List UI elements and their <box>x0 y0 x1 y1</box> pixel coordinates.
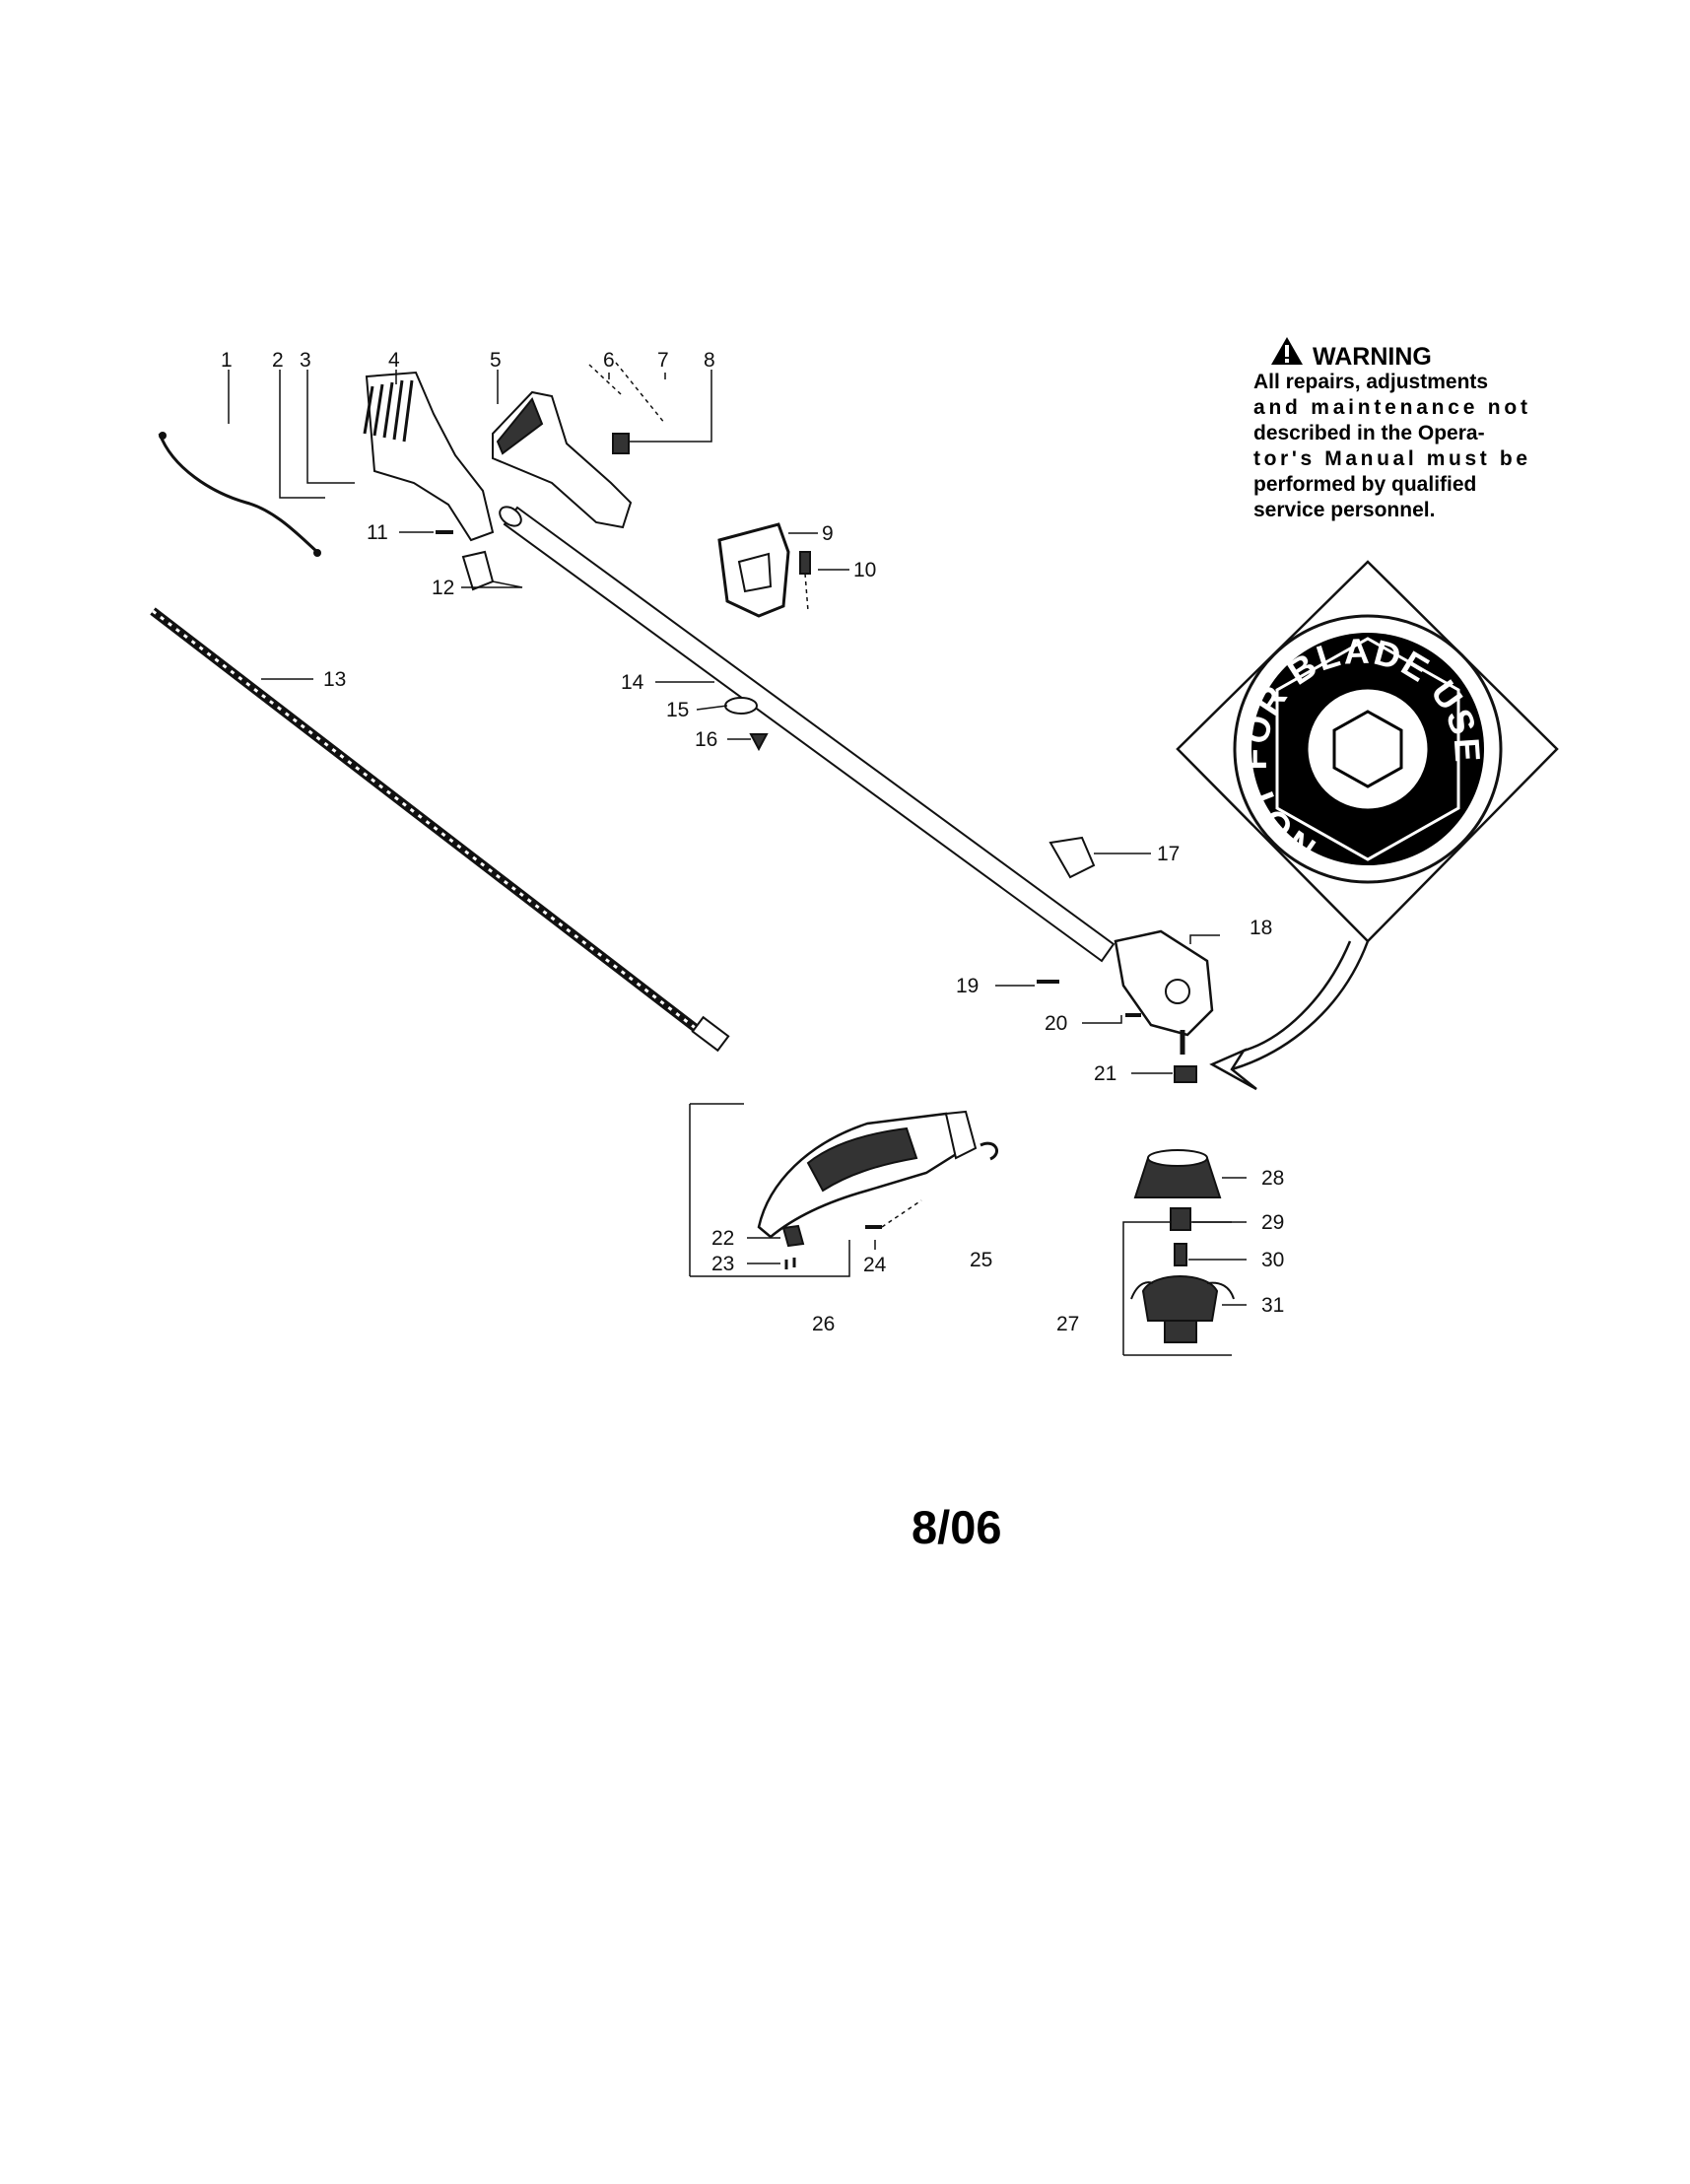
callout-30: 30 <box>1261 1249 1284 1271</box>
callout-16: 16 <box>695 728 717 751</box>
callout-2: 2 <box>272 349 284 372</box>
callout-1: 1 <box>221 349 233 372</box>
callout-29: 29 <box>1261 1211 1284 1234</box>
warning-line: tor's Manual must be <box>1253 447 1527 470</box>
callout-21: 21 <box>1094 1062 1116 1085</box>
part-10-bolt <box>799 551 811 612</box>
leader-lines <box>228 370 1247 1306</box>
part-6-8-screws <box>588 362 666 454</box>
callout-8: 8 <box>704 349 715 372</box>
part-1-throttle-cable <box>158 432 321 557</box>
callout-12: 12 <box>432 577 454 599</box>
part-18-gear-head <box>1114 929 1214 1055</box>
warning-block: WARNING All repairs, adjustments and mai… <box>1253 337 1527 521</box>
warning-line: performed by qualified <box>1253 473 1476 496</box>
part-17-guard-bracket <box>1048 836 1096 879</box>
callout-11: 11 <box>367 521 388 544</box>
callout-23: 23 <box>711 1253 734 1275</box>
callout-25: 25 <box>970 1249 992 1271</box>
callout-7: 7 <box>657 349 669 372</box>
callout-28: 28 <box>1261 1167 1284 1190</box>
date-code: 8/06 <box>912 1501 1001 1553</box>
callout-10: 10 <box>853 559 876 581</box>
part-21-nut <box>1174 1065 1197 1083</box>
warning-triangle-icon <box>1271 337 1303 365</box>
callout-20: 20 <box>1045 1012 1067 1035</box>
callout-4: 4 <box>388 349 400 372</box>
callout-3: 3 <box>300 349 311 372</box>
warning-line: and maintenance not <box>1253 396 1527 419</box>
part-9-handle-bracket <box>717 522 790 618</box>
part-5-handle-half <box>492 390 633 529</box>
callout-13: 13 <box>323 668 346 691</box>
part-26-guard-assembly <box>689 1103 978 1277</box>
part-4-handle-housing <box>363 371 495 542</box>
callout-17: 17 <box>1157 843 1180 865</box>
callout-14: 14 <box>621 671 644 694</box>
part-15-clamp <box>724 697 758 715</box>
callout-5: 5 <box>490 349 502 372</box>
callout-18: 18 <box>1250 917 1272 939</box>
part-30-insert <box>1174 1243 1187 1266</box>
callout-22: 22 <box>711 1227 734 1250</box>
part-13-drive-shaft <box>150 607 730 1053</box>
part-22-clip <box>781 1224 805 1248</box>
callout-15: 15 <box>666 699 689 721</box>
callout-labels: 1 2 3 4 5 6 7 8 9 10 11 12 13 14 15 16 1… <box>221 349 1284 1335</box>
warning-line: All repairs, adjustments <box>1253 371 1488 393</box>
part-24-screw <box>865 1199 922 1229</box>
part-25-clip <box>980 1141 998 1161</box>
part-29-spring <box>1170 1207 1191 1231</box>
part-31-spool-base <box>1130 1275 1235 1343</box>
spool-detail-callout: NOT FOR BLADE USE <box>1176 560 1559 1091</box>
callout-19: 19 <box>956 975 979 997</box>
callout-24: 24 <box>863 1254 887 1276</box>
part-16-nut <box>749 733 769 752</box>
callout-31: 31 <box>1261 1294 1284 1317</box>
warning-title: WARNING <box>1313 343 1432 371</box>
callout-27: 27 <box>1056 1313 1079 1335</box>
callout-6: 6 <box>603 349 615 372</box>
warning-line: described in the Opera- <box>1253 422 1485 444</box>
callout-26: 26 <box>812 1313 835 1335</box>
part-23-screws <box>784 1258 796 1269</box>
part-12-bracket <box>461 550 495 591</box>
warning-line: service personnel. <box>1253 499 1435 521</box>
callout-9: 9 <box>822 522 834 545</box>
part-28-spool-cover <box>1133 1149 1222 1198</box>
part-14-shaft-tube <box>499 506 1115 963</box>
